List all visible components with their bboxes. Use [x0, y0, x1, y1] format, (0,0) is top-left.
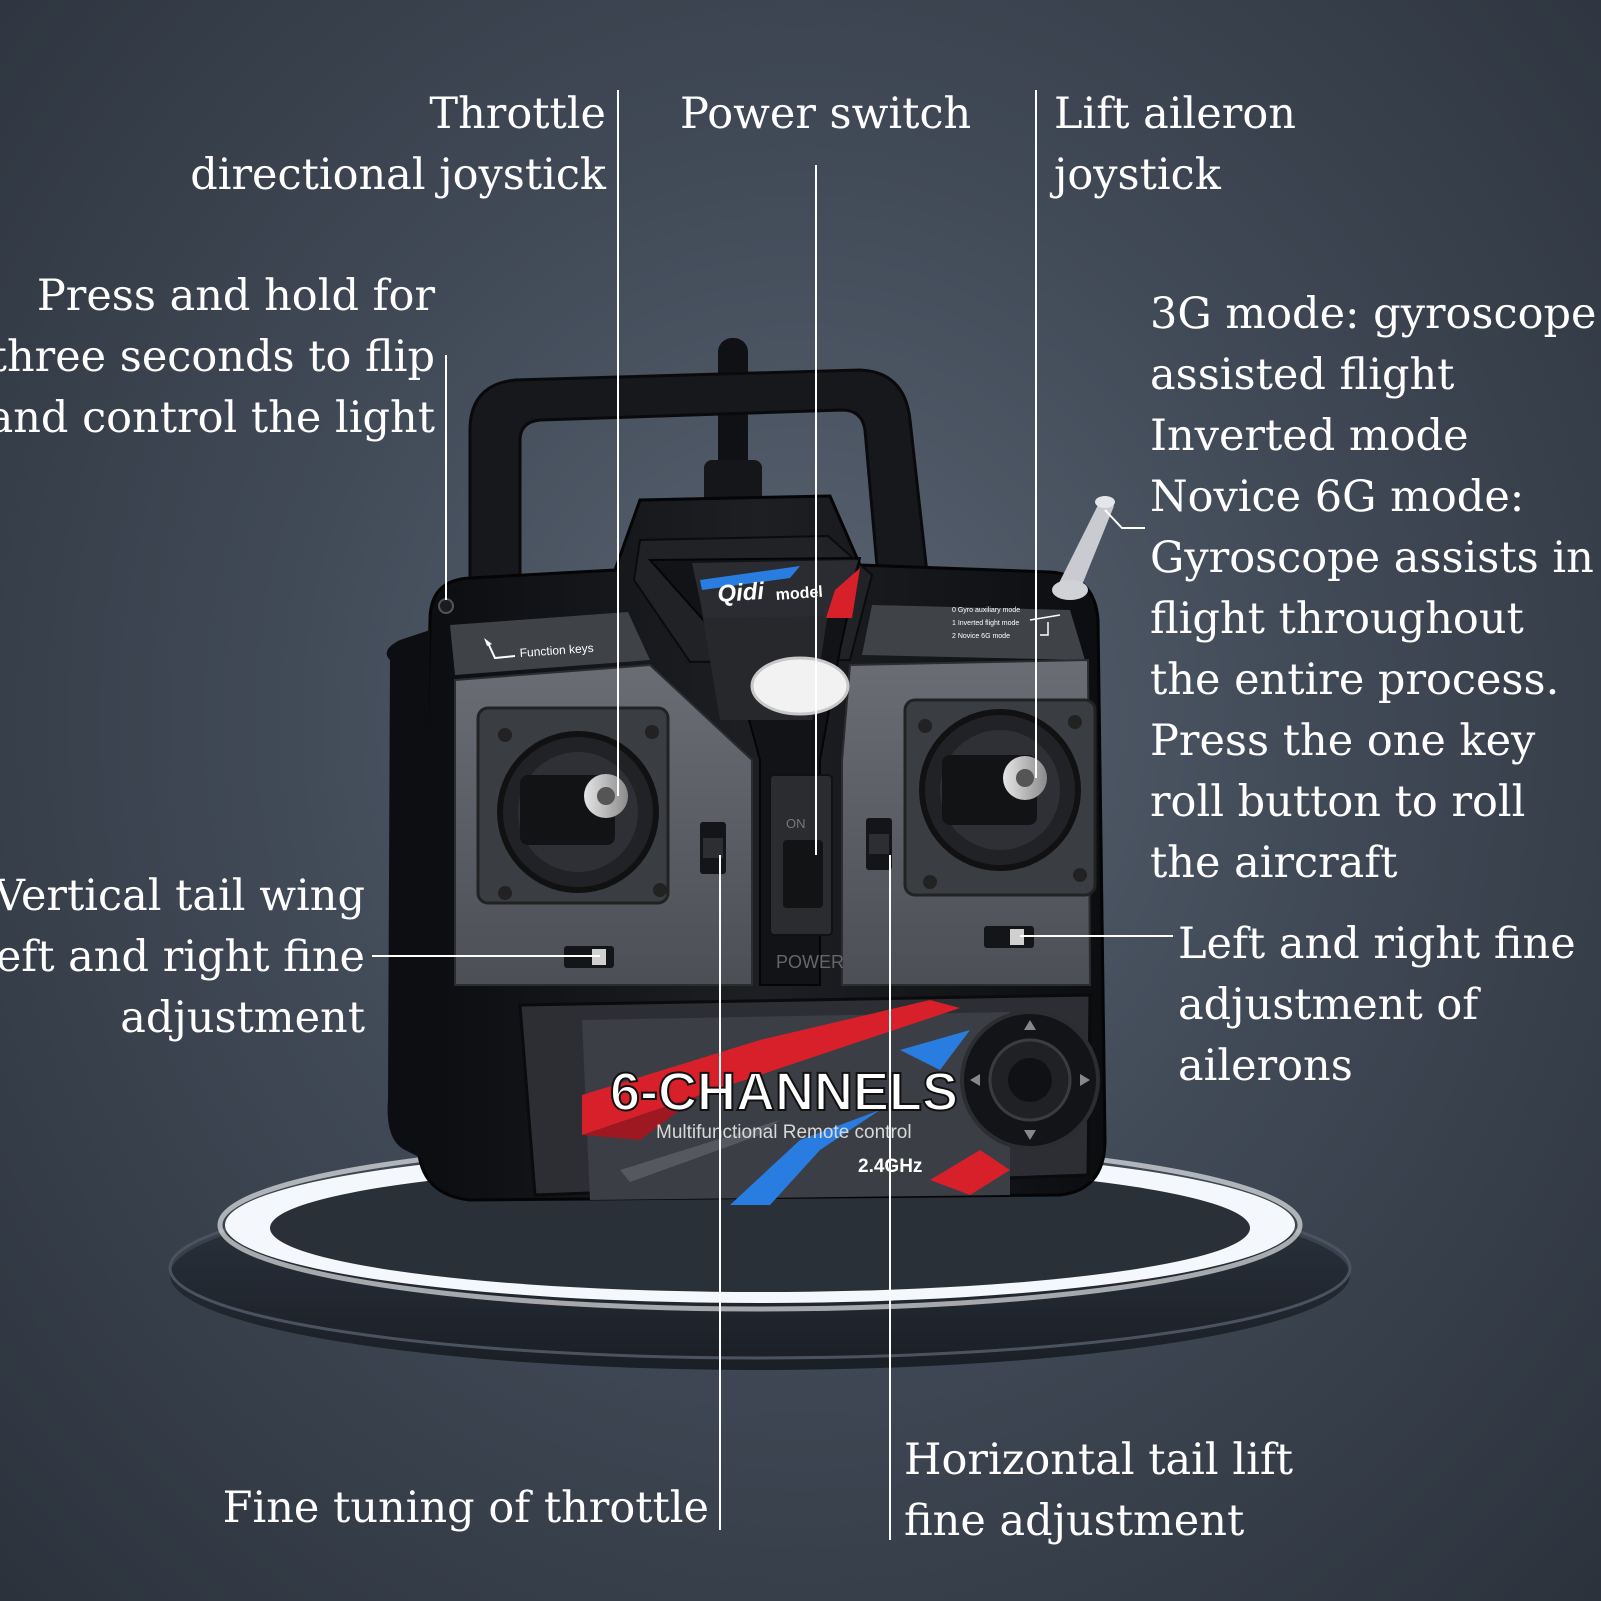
vertical-tail-callout: Vertical tail wing left and right fine a… [0, 866, 365, 1049]
gyro-modes-leader [1104, 509, 1145, 529]
callout-line: flight throughout [1150, 594, 1524, 644]
mode-toggle-switch[interactable] [1052, 496, 1115, 600]
switch-on-label: ON [786, 816, 806, 831]
direction-pad[interactable] [960, 1010, 1100, 1150]
callout-line: and control the light [0, 393, 435, 443]
callout-line: Inverted mode [1150, 411, 1469, 461]
callout-line: directional joystick [190, 150, 606, 200]
channels-title: 6-CHANNELS [610, 1062, 958, 1122]
mode-line-1: 1 Inverted flight mode [952, 620, 1019, 627]
callout-line: Press and hold for [36, 271, 435, 321]
callout-line: Novice 6G mode: [1150, 472, 1525, 522]
status-led [750, 656, 850, 716]
lift-aileron-callout: Lift aileron joystick [1054, 84, 1296, 206]
callout-line: Fine tuning of throttle [222, 1483, 709, 1533]
callout-line: Press the one key [1150, 716, 1536, 766]
callout-line: 3G mode: gyroscope [1150, 289, 1597, 339]
callout-line: Horizontal tail lift [904, 1435, 1294, 1485]
callout-line: assisted flight [1150, 350, 1455, 400]
function-keys-marker: Function keys [484, 638, 594, 660]
power-switch-callout: Power switch [680, 84, 971, 145]
function-key-callout: Press and hold for three seconds to flip… [0, 266, 435, 449]
gyro-modes-callout: 3G mode: gyroscope assisted flight Inver… [1150, 284, 1596, 894]
horizontal-tail-callout: Horizontal tail lift fine adjustment [904, 1430, 1293, 1552]
callout-line: Lift aileron [1054, 89, 1296, 139]
callout-line: joystick [1054, 150, 1221, 200]
brand-badge: Qidi model [692, 560, 860, 618]
brand-suffix: model [775, 584, 823, 604]
callout-line: Gyroscope assists in [1150, 533, 1594, 583]
function-key-button[interactable] [438, 598, 454, 614]
callout-line: Left and right fine [1178, 919, 1576, 969]
throttle-trim-switch[interactable] [700, 822, 726, 874]
throttle-joystick-callout: Throttle directional joystick [190, 84, 606, 206]
power-label: POWER [776, 952, 844, 972]
left-gimbal [476, 706, 670, 905]
callout-line: the aircraft [1150, 838, 1398, 888]
left-top-panel [450, 612, 650, 675]
callout-line: adjustment [120, 993, 365, 1043]
callout-line: roll button to roll [1150, 777, 1526, 827]
callout-lines [372, 90, 1173, 1540]
callout-line: ailerons [1178, 1041, 1353, 1091]
brand-text: Qidi [717, 578, 767, 608]
callout-line: left and right fine [0, 932, 365, 982]
aileron-joystick[interactable] [1003, 756, 1047, 800]
throttle-trim-callout: Fine tuning of throttle [223, 1478, 709, 1539]
horizontal-tail-trim-switch[interactable] [866, 818, 892, 870]
callout-line: fine adjustment [904, 1496, 1245, 1546]
antenna [704, 338, 762, 520]
callout-line: adjustment of [1178, 980, 1479, 1030]
right-gimbal [903, 698, 1097, 897]
function-keys-text: Function keys [519, 641, 594, 660]
mode-line-2: 2 Novice 6G mode [952, 633, 1010, 640]
callout-line: Throttle [429, 89, 606, 139]
mode-line-0: 0 Gyro auxiliary mode [952, 607, 1020, 614]
callout-line: Power switch [680, 89, 972, 139]
callout-line: three seconds to flip [0, 332, 435, 382]
right-top-panel [862, 605, 1085, 660]
aileron-trim-callout: Left and right fine adjustment of ailero… [1178, 914, 1576, 1097]
power-switch[interactable] [783, 840, 823, 908]
throttle-joystick[interactable] [584, 774, 628, 818]
callout-line: the entire process. [1150, 655, 1560, 705]
channels-subtitle: Multifunctional Remote control [656, 1122, 912, 1143]
lower-decal-panel: 6-CHANNELS Multifunctional Remote contro… [518, 993, 1092, 1205]
callout-line: Vertical tail wing [0, 871, 365, 921]
aileron-trim-switch[interactable] [984, 926, 1034, 948]
